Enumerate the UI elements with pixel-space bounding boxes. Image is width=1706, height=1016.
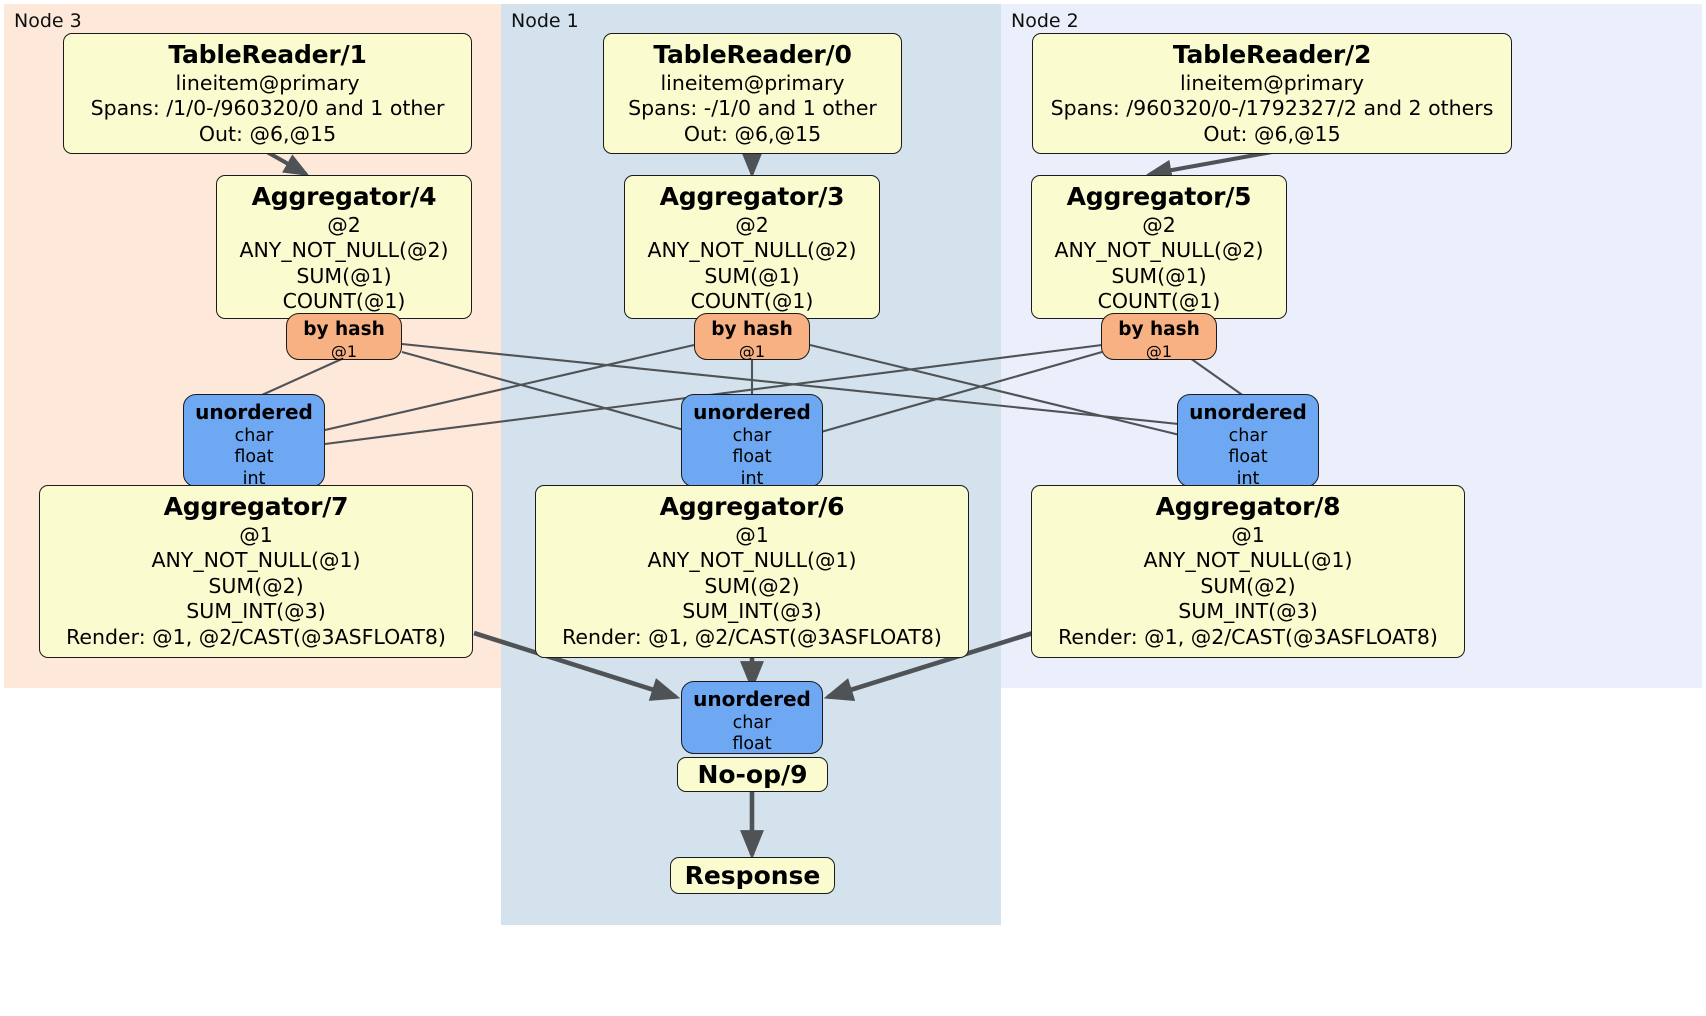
- processor-aggregator-5[interactable]: Aggregator/5 @2 ANY_NOT_NULL(@2) SUM(@1)…: [1031, 175, 1287, 319]
- processor-group: @2: [1142, 213, 1176, 237]
- synchronizer-title: unordered: [693, 400, 811, 424]
- processor-agg-1: ANY_NOT_NULL(@2): [239, 238, 449, 263]
- node-panel-label: Node 3: [14, 10, 82, 32]
- processor-table: lineitem@primary: [175, 71, 360, 95]
- synchronizer-unordered-node1[interactable]: unordered char float int: [681, 394, 823, 489]
- processor-group: @1: [735, 523, 769, 547]
- synchronizer-type: char: [732, 712, 772, 733]
- synchronizer-type: float: [1228, 447, 1268, 468]
- processor-agg-2: SUM(@2): [704, 573, 800, 598]
- processor-aggregator-3[interactable]: Aggregator/3 @2 ANY_NOT_NULL(@2) SUM(@1)…: [624, 175, 880, 319]
- processor-title: Aggregator/6: [659, 492, 845, 521]
- processor-title: Aggregator/4: [251, 182, 437, 211]
- processor-title: TableReader/1: [168, 40, 367, 69]
- router-by-hash-node2[interactable]: by hash @1: [1101, 313, 1217, 361]
- processor-out: Out: @6,@15: [683, 121, 822, 146]
- processor-agg-3: COUNT(@1): [690, 289, 814, 314]
- synchronizer-unordered-node2[interactable]: unordered char float int: [1177, 394, 1319, 489]
- synchronizer-type: char: [732, 425, 772, 446]
- processor-render: Render: @1, @2/CAST(@3ASFLOAT8): [1058, 624, 1438, 649]
- processor-title: Aggregator/3: [659, 182, 845, 211]
- router-title: by hash: [711, 319, 793, 340]
- processor-title: TableReader/2: [1172, 40, 1372, 69]
- processor-agg-1: ANY_NOT_NULL(@1): [151, 548, 361, 573]
- processor-title: Aggregator/7: [163, 492, 349, 521]
- processor-table: lineitem@primary: [660, 71, 845, 95]
- router-column: @1: [330, 341, 358, 361]
- processor-group: @2: [735, 213, 769, 237]
- synchronizer-title: unordered: [693, 687, 811, 711]
- processor-render: Render: @1, @2/CAST(@3ASFLOAT8): [66, 624, 446, 649]
- processor-spans: Spans: -/1/0 and 1 other: [628, 96, 877, 121]
- processor-agg-3: COUNT(@1): [1097, 289, 1221, 314]
- processor-no-op-9[interactable]: No-op/9: [677, 757, 828, 792]
- processor-out: Out: @6,@15: [1203, 121, 1341, 146]
- processor-agg-2: SUM(@2): [1200, 573, 1296, 598]
- processor-spans: Spans: /1/0-/960320/0 and 1 other: [90, 96, 445, 121]
- processor-agg-2: SUM(@2): [208, 573, 304, 598]
- synchronizer-unordered-final[interactable]: unordered char float: [681, 681, 823, 754]
- processor-table: lineitem@primary: [1179, 71, 1365, 95]
- router-column: @1: [1145, 341, 1173, 361]
- synchronizer-type: float: [732, 447, 772, 468]
- processor-render: Render: @1, @2/CAST(@3ASFLOAT8): [562, 624, 942, 649]
- synchronizer-title: unordered: [195, 400, 313, 424]
- processor-group: @1: [239, 523, 273, 547]
- processor-title: Aggregator/5: [1066, 182, 1252, 211]
- router-title: by hash: [303, 319, 385, 340]
- processor-agg-1: ANY_NOT_NULL(@1): [647, 548, 857, 573]
- processor-aggregator-7[interactable]: Aggregator/7 @1 ANY_NOT_NULL(@1) SUM(@2)…: [39, 485, 473, 658]
- processor-table-reader-0[interactable]: TableReader/0 lineitem@primary Spans: -/…: [603, 33, 902, 155]
- processor-agg-1: ANY_NOT_NULL(@1): [1143, 548, 1353, 573]
- processor-aggregator-8[interactable]: Aggregator/8 @1 ANY_NOT_NULL(@1) SUM(@2)…: [1031, 485, 1465, 658]
- node-panel-label: Node 1: [511, 10, 579, 32]
- synchronizer-type: char: [234, 425, 274, 446]
- synchronizer-unordered-node3[interactable]: unordered char float int: [183, 394, 325, 489]
- processor-agg-3: SUM_INT(@3): [1178, 599, 1318, 624]
- processor-title: No-op/9: [697, 760, 808, 789]
- synchronizer-type: char: [1228, 425, 1268, 446]
- processor-spans: Spans: /960320/0-/1792327/2 and 2 others: [1050, 96, 1494, 121]
- processor-title: Response: [684, 861, 821, 890]
- synchronizer-type: float: [732, 734, 772, 755]
- router-title: by hash: [1118, 319, 1200, 340]
- processor-out: Out: @6,@15: [198, 121, 337, 146]
- processor-agg-2: SUM(@1): [1111, 263, 1207, 288]
- processor-title: Aggregator/8: [1155, 492, 1341, 521]
- processor-agg-1: ANY_NOT_NULL(@2): [647, 238, 857, 263]
- synchronizer-type: int: [1236, 469, 1260, 490]
- processor-group: @2: [327, 213, 361, 237]
- processor-group: @1: [1231, 523, 1265, 547]
- router-by-hash-node3[interactable]: by hash @1: [286, 313, 402, 361]
- processor-table-reader-2[interactable]: TableReader/2 lineitem@primary Spans: /9…: [1032, 33, 1512, 155]
- router-column: @1: [738, 341, 766, 361]
- processor-aggregator-6[interactable]: Aggregator/6 @1 ANY_NOT_NULL(@1) SUM(@2)…: [535, 485, 969, 658]
- processor-agg-1: ANY_NOT_NULL(@2): [1054, 238, 1264, 263]
- processor-agg-3: COUNT(@1): [282, 289, 406, 314]
- processor-agg-3: SUM_INT(@3): [186, 599, 326, 624]
- synchronizer-title: unordered: [1189, 400, 1307, 424]
- processor-table-reader-1[interactable]: TableReader/1 lineitem@primary Spans: /1…: [63, 33, 472, 155]
- synchronizer-type: float: [234, 447, 274, 468]
- synchronizer-type: int: [242, 469, 266, 490]
- processor-title: TableReader/0: [653, 40, 852, 69]
- processor-response[interactable]: Response: [670, 857, 835, 894]
- processor-agg-2: SUM(@1): [296, 263, 392, 288]
- processor-agg-2: SUM(@1): [704, 263, 800, 288]
- node-panel-label: Node 2: [1011, 10, 1079, 32]
- router-by-hash-node1[interactable]: by hash @1: [694, 313, 810, 361]
- processor-agg-3: SUM_INT(@3): [682, 599, 822, 624]
- processor-aggregator-4[interactable]: Aggregator/4 @2 ANY_NOT_NULL(@2) SUM(@1)…: [216, 175, 472, 319]
- synchronizer-type: int: [740, 469, 764, 490]
